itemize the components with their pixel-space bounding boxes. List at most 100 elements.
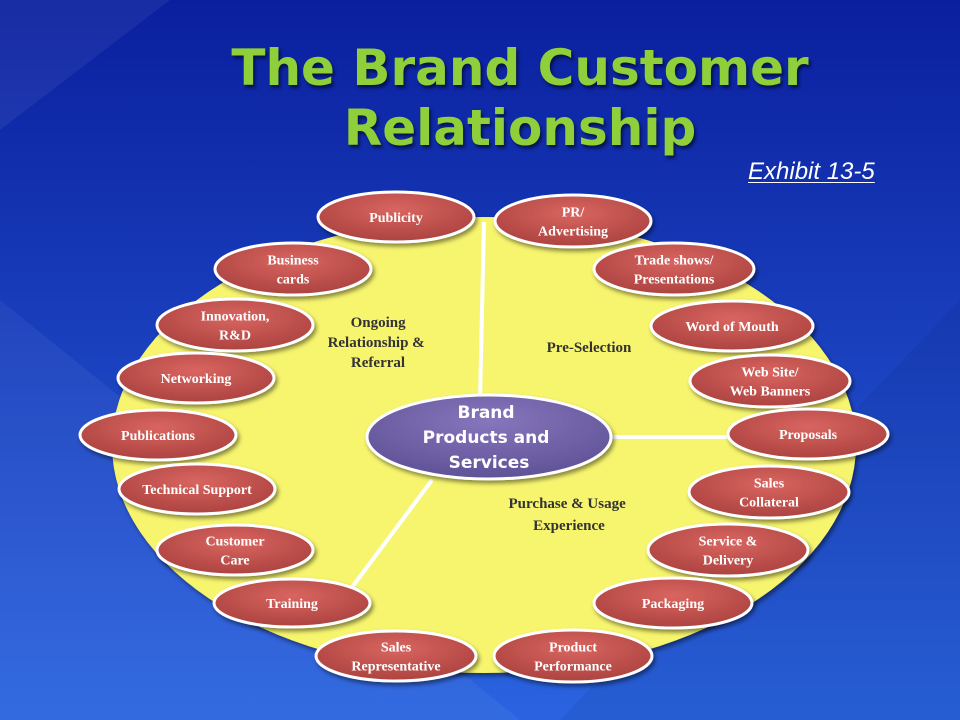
sector-ongoing-line: Ongoing [351, 315, 407, 331]
sector-preselection-line: Pre-Selection [547, 340, 632, 356]
touchpoint-label-line: Publications [121, 429, 195, 444]
sector-ongoing-line: Relationship & [328, 335, 425, 351]
touchpoint-pill-shape [213, 241, 373, 297]
touchpoint-proposals: Proposals [726, 407, 890, 461]
touchpoint-pill-shape [492, 628, 654, 684]
touchpoint-pill-shape [78, 408, 238, 462]
exhibit-label: Exhibit 13-5 [748, 158, 875, 185]
touchpoint-publications: Publications [78, 408, 238, 462]
touchpoint-label-line: Presentations [634, 273, 715, 288]
touchpoint-web-site: Web Site/Web Banners [688, 353, 852, 409]
touchpoint-pill-shape [155, 523, 315, 577]
touchpoint-technical-support: Technical Support [117, 462, 277, 516]
touchpoint-label-line: Sales [754, 477, 785, 492]
touchpoint-label-line: Word of Mouth [685, 320, 779, 335]
touchpoint-label: Technical Support [142, 483, 252, 498]
touchpoint-label-line: Product [549, 641, 597, 656]
touchpoint-label-line: Customer [205, 535, 264, 550]
touchpoint-label-line: PR/ [562, 206, 586, 221]
touchpoint-label-line: Technical Support [142, 483, 252, 498]
touchpoint-pill-shape [316, 190, 476, 244]
title-line-2: Relationship [343, 99, 697, 157]
touchpoint-pill-shape [646, 522, 810, 578]
title-line-1: The Brand Customer [231, 39, 809, 97]
touchpoint-label-line: Sales [381, 641, 412, 656]
touchpoint-pill-shape [116, 351, 276, 405]
touchpoint-publicity: Publicity [316, 190, 476, 244]
sector-purchase: Purchase & Usage Experience [509, 496, 630, 534]
touchpoint-label: Publications [121, 429, 195, 444]
brand-center-line: Brand [457, 403, 514, 423]
sector-purchase-line: Experience [533, 518, 605, 534]
touchpoint-pill-shape [649, 299, 815, 353]
touchpoint-label: Innovation, R&D [201, 310, 270, 344]
touchpoint-training: Training [212, 577, 372, 629]
touchpoint-innovation: Innovation, R&D [155, 297, 315, 353]
divider-top [478, 221, 486, 401]
touchpoint-pill-shape [314, 629, 478, 683]
touchpoint-pill-shape [592, 241, 756, 297]
touchpoint-label-line: Advertising [538, 225, 608, 240]
touchpoint-label-line: Innovation, [201, 310, 270, 325]
touchpoint-label-line: Packaging [642, 597, 704, 612]
touchpoint-label-line: Web Site/ [741, 366, 799, 381]
touchpoint-pill-shape [493, 193, 653, 249]
touchpoint-label: Publicity [369, 211, 423, 226]
touchpoint-label-line: Training [266, 597, 318, 612]
brand-center-label: Brand Products and Services [423, 403, 556, 473]
sector-preselection: Pre-Selection [547, 340, 632, 356]
sector-ongoing: Ongoing Relationship & Referral [328, 315, 429, 371]
touchpoint-pill-shape [117, 462, 277, 516]
brand-center-line: Products and [423, 428, 550, 448]
touchpoint-label-line: Networking [161, 372, 232, 387]
touchpoint-label: Proposals [779, 428, 838, 443]
touchpoint-service-delivery: Service & Delivery [646, 522, 810, 578]
touchpoint-pr-advertising: PR/Advertising [493, 193, 653, 249]
touchpoint-label-line: Service & [699, 535, 758, 550]
brand-center-shape [365, 393, 613, 481]
touchpoint-label-line: Representative [351, 660, 440, 675]
touchpoint-pill-shape [726, 407, 890, 461]
background-facet-left [0, 0, 170, 130]
brand-center-line: Services [449, 453, 530, 473]
touchpoint-label: Training [266, 597, 318, 612]
touchpoint-word-of-mouth: Word of Mouth [649, 299, 815, 353]
touchpoint-label-line: Care [220, 554, 249, 569]
touchpoint-pill-shape [688, 353, 852, 409]
touchpoint-label-line: Performance [534, 660, 612, 675]
touchpoint-label-line: R&D [219, 329, 251, 344]
touchpoint-pill-shape [212, 577, 372, 629]
divider-bottom-left [348, 478, 434, 592]
sector-ongoing-line: Referral [351, 355, 405, 371]
touchpoint-label-line: Proposals [779, 428, 838, 443]
brand-center: Brand Products and Services [365, 393, 613, 481]
touchpoint-label: Web Site/Web Banners [730, 366, 811, 400]
touchpoint-label-line: Delivery [703, 554, 754, 569]
touchpoint-label: PR/Advertising [538, 206, 608, 240]
touchpoint-packaging: Packaging [592, 576, 754, 630]
touchpoint-label: Trade shows/Presentations [634, 254, 715, 288]
touchpoint-label: Packaging [642, 597, 704, 612]
touchpoint-label-line: Collateral [739, 496, 799, 511]
touchpoint-pill-shape [687, 464, 851, 520]
sector-purchase-line: Purchase & Usage [509, 496, 627, 512]
touchpoint-pill-shape [592, 576, 754, 630]
touchpoint-label: Service & Delivery [699, 535, 758, 569]
touchpoint-label-line: Web Banners [730, 385, 811, 400]
touchpoint-pill-shape [155, 297, 315, 353]
touchpoint-label-line: cards [277, 273, 310, 288]
touchpoint-label: Networking [161, 372, 232, 387]
touchpoint-label: Word of Mouth [685, 320, 779, 335]
touchpoint-networking: Networking [116, 351, 276, 405]
touchpoint-trade-shows: Trade shows/Presentations [592, 241, 756, 297]
